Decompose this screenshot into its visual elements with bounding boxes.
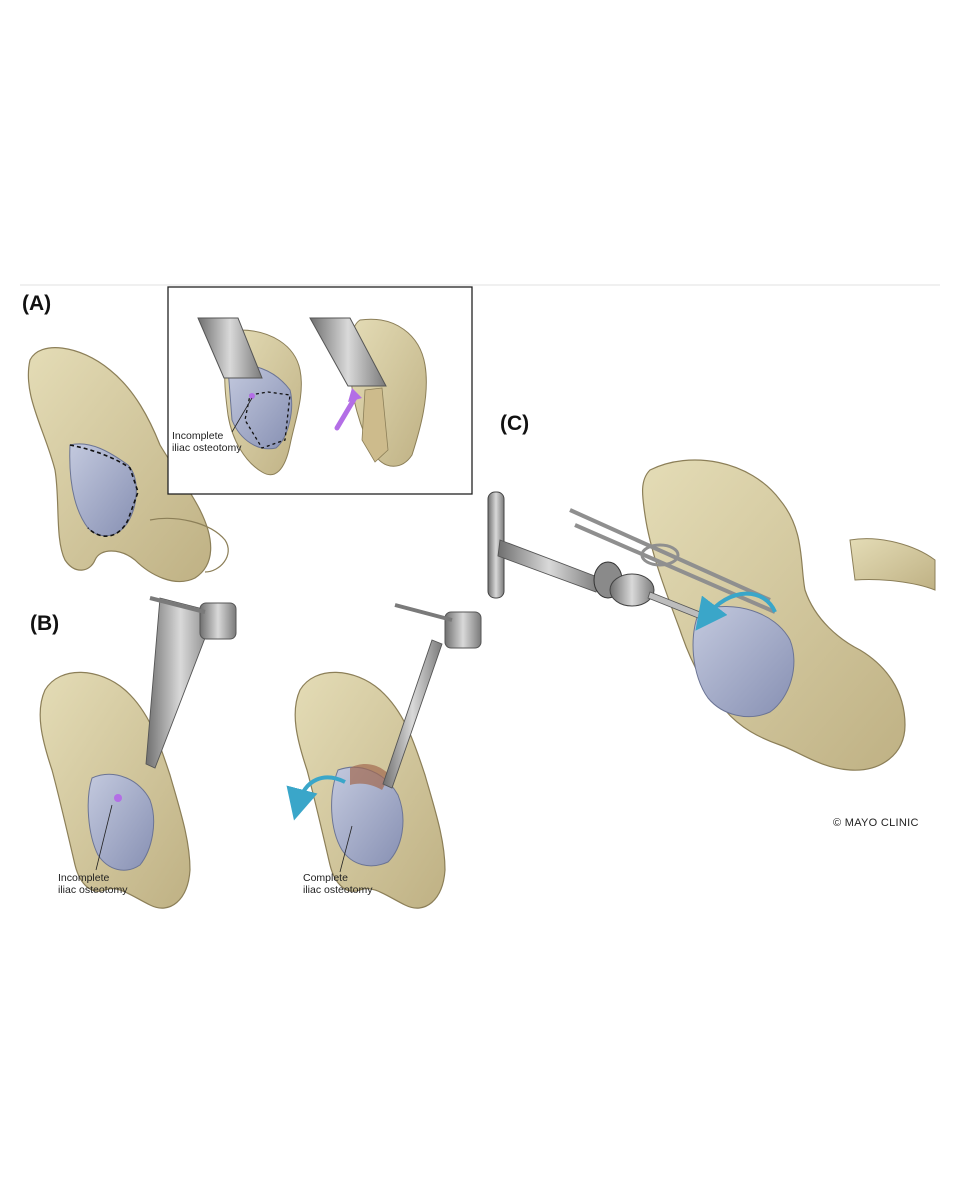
panel-a-pelvis: [27, 347, 229, 583]
panel-label-a: (A): [22, 292, 52, 315]
b-right-label-line1: Complete: [303, 872, 348, 884]
b-left-incomplete-osteotomy-label: Incomplete iliac osteotomy: [58, 872, 127, 896]
inset-label-line2: iliac osteotomy: [172, 442, 242, 454]
panel-label-c: (C): [500, 412, 530, 435]
copyright-credit: © MAYO CLINIC: [833, 817, 919, 829]
inset-label-line1: Incomplete: [172, 430, 224, 442]
inset-right-illustration: [309, 317, 427, 467]
b-left-label-line2: iliac osteotomy: [58, 884, 128, 896]
panel-b-left-illustration: [39, 596, 237, 909]
b-right-label-line2: iliac osteotomy: [303, 884, 373, 896]
b-left-label-line1: Incomplete: [58, 872, 110, 884]
b-right-complete-osteotomy-label: Complete iliac osteotomy: [303, 872, 372, 896]
panel-b-right-illustration: [286, 603, 482, 909]
panel-label-b: (B): [30, 612, 60, 635]
inset-incomplete-osteotomy-label: Incomplete iliac osteotomy: [172, 430, 241, 454]
inset-left-illustration: [197, 317, 302, 476]
panel-c-illustration: [487, 459, 936, 771]
